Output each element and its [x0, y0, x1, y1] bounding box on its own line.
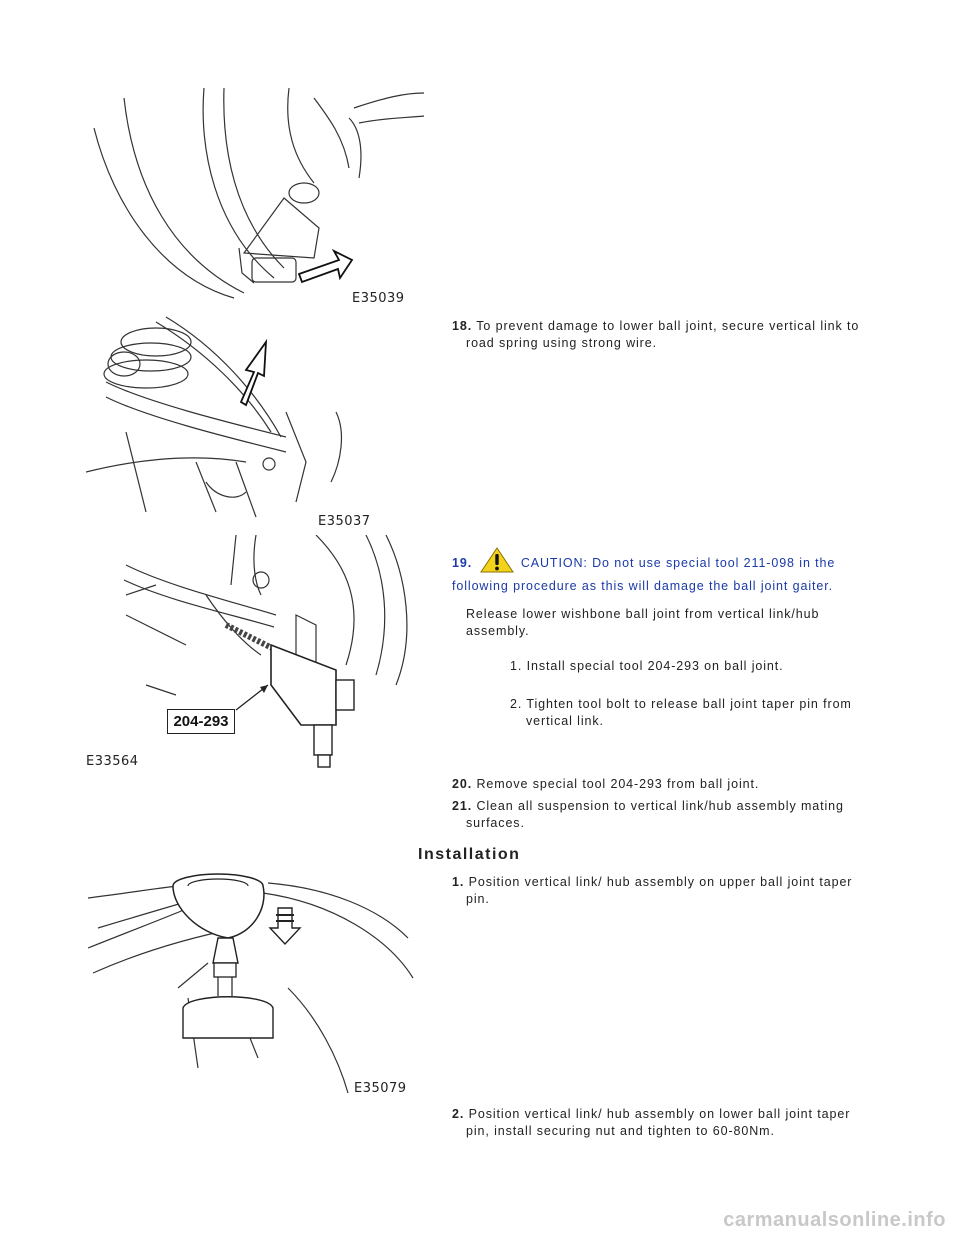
installation-step-1: 1. Position vertical link/ hub assembly … — [452, 874, 872, 908]
figure-id: E33564 — [86, 754, 139, 769]
step-text: To prevent damage to lower ball joint, s… — [476, 319, 860, 333]
step-number: 20. — [452, 777, 473, 791]
step-18: 18. To prevent damage to lower ball join… — [452, 318, 872, 352]
substep-text: 1. Install special tool 204-293 on ball … — [510, 659, 784, 673]
step-20: 20. Remove special tool 204-293 from bal… — [452, 776, 872, 793]
warning-triangle-icon — [480, 547, 515, 578]
tool-label-204-293: 204-293 — [167, 709, 235, 734]
caution-text-cont: following procedure as this will damage … — [452, 579, 833, 593]
step-text-cont: pin. — [466, 892, 490, 906]
substep-text: 2. Tighten tool bolt to release ball joi… — [510, 697, 852, 711]
illustration-wheel-hub-nut — [93, 88, 425, 299]
step-number: 19. — [452, 556, 473, 570]
step-19-instruction: Release lower wishbone ball joint from v… — [466, 606, 866, 640]
illustration-upper-ball-joint — [88, 873, 414, 1094]
substep-2: 2. Tighten tool bolt to release ball joi… — [510, 696, 870, 730]
caution-text: CAUTION: Do not use special tool 211-098… — [520, 556, 836, 570]
watermark: carmanualsonline.info — [723, 1209, 946, 1231]
figure-id: E35037 — [318, 514, 371, 529]
figure-id: E35079 — [354, 1081, 407, 1096]
instruction-line-1: Release lower wishbone ball joint from v… — [466, 607, 820, 621]
step-21: 21. Clean all suspension to vertical lin… — [452, 798, 872, 832]
step-number: 2. — [452, 1107, 465, 1121]
figure-e33564: E33564 — [86, 535, 426, 770]
instruction-line-2: assembly. — [466, 624, 530, 638]
step-text: Position vertical link/ hub assembly on … — [468, 1107, 851, 1121]
step-text-cont: surfaces. — [466, 816, 525, 830]
step-text: Clean all suspension to vertical link/hu… — [476, 799, 844, 813]
step-text-cont: road spring using strong wire. — [466, 336, 657, 350]
installation-step-2: 2. Position vertical link/ hub assembly … — [452, 1106, 872, 1140]
figure-e35037: E35037 — [86, 312, 386, 529]
substep-1: 1. Install special tool 204-293 on ball … — [510, 658, 870, 675]
step-number: 1. — [452, 875, 465, 889]
figure-e35079: E35079 — [88, 868, 418, 1098]
illustration-spring-wire — [86, 316, 342, 518]
substep-text-cont: vertical link. — [526, 714, 604, 728]
caution-note: 19. CAUTION: Do not use special tool 211… — [452, 547, 872, 595]
section-heading-installation: Installation — [418, 846, 521, 863]
illustration-ball-joint-tool — [123, 535, 408, 768]
step-number: 21. — [452, 799, 473, 813]
step-text: Position vertical link/ hub assembly on … — [468, 875, 853, 889]
step-number: 18. — [452, 319, 473, 333]
figure-e35039: E35039 — [84, 88, 429, 306]
figure-id: E35039 — [352, 291, 405, 306]
step-text-cont: pin, install securing nut and tighten to… — [466, 1124, 775, 1138]
step-text: Remove special tool 204-293 from ball jo… — [476, 777, 760, 791]
